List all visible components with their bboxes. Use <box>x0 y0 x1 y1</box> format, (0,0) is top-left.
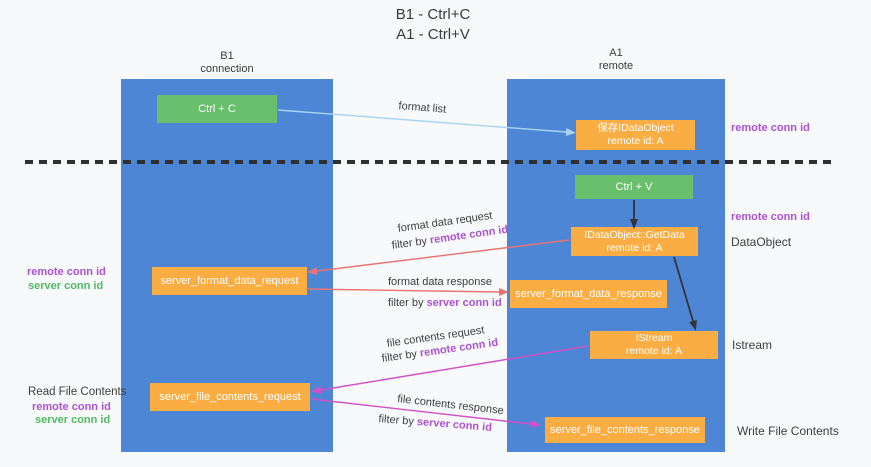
diagram-title: B1 - Ctrl+C A1 - Ctrl+V <box>283 5 583 45</box>
server-format-data-response-box: server_format_data_response <box>510 280 667 308</box>
server-format-data-response-label: server_format_data_response <box>515 287 662 300</box>
server-file-contents-response-label: server_file_contents_response <box>550 423 700 436</box>
lane-b1-title: B1 <box>220 50 234 62</box>
phase-separator-dashed-line <box>25 160 831 164</box>
file-contents-response-label: file contents response <box>396 393 505 418</box>
filter-key-server-conn-id: server conn id <box>426 297 502 309</box>
istream-line1: IStream <box>635 332 673 344</box>
ctrl-v-label: Ctrl + V <box>615 180 653 193</box>
remote-conn-id-annotation-format: remote conn id <box>27 266 106 278</box>
server-conn-id-annotation-format: server conn id <box>28 280 104 292</box>
format-data-response-label: format data response <box>388 276 492 288</box>
server-file-contents-response-box: server_file_contents_response <box>545 417 705 443</box>
filter-key-server-conn-id: server conn id <box>416 416 493 434</box>
lane-b1-subtitle: connection <box>200 63 254 75</box>
getdata-line1: IDataObject::GetData <box>584 228 685 241</box>
istream-line2: remote id: A <box>625 345 683 357</box>
getdata-line2: remote id: A <box>606 241 663 254</box>
server-conn-id-annotation-file: server conn id <box>35 414 111 426</box>
dataobject-annotation: DataObject <box>731 235 792 249</box>
filter-by-prefix: filter by <box>391 234 431 252</box>
server-file-contents-request-label: server_file_contents_request <box>159 390 301 403</box>
save-dataobject-line1: 保存IDataObject <box>597 122 674 134</box>
lane-header-a1: A1 remote <box>507 47 725 73</box>
ctrl-c-label: Ctrl + C <box>198 102 236 115</box>
lane-header-b1: B1 connection <box>121 50 333 76</box>
write-file-contents-annotation: Write File Contents <box>737 424 839 438</box>
format-data-response-arrow <box>307 288 509 296</box>
title-line-2: A1 - Ctrl+V <box>396 26 470 43</box>
server-file-contents-request-box: server_file_contents_request <box>150 383 310 411</box>
filter-by-prefix: filter by <box>381 347 421 365</box>
server-format-data-request-label: server_format_data_request <box>160 274 299 287</box>
save-dataobject-line2: remote id: A <box>607 135 664 147</box>
filter-by-prefix: filter by <box>388 297 427 309</box>
server-format-data-request-box: server_format_data_request <box>152 267 307 295</box>
remote-conn-id-annotation-paste: remote conn id <box>731 211 810 223</box>
ctrl-c-box: Ctrl + C <box>157 95 277 123</box>
title-line-1: B1 - Ctrl+C <box>395 6 471 23</box>
remote-conn-id-annotation-file: remote conn id <box>32 401 111 413</box>
format-data-response-filter-label: filter by server conn id <box>388 297 502 309</box>
ctrl-v-box: Ctrl + V <box>575 175 693 199</box>
format-list-arrow-label: format list <box>398 100 447 116</box>
read-file-contents-annotation: Read File Contents <box>28 386 127 398</box>
istream-box: IStream remote id: A <box>590 331 718 359</box>
save-dataobject-box: 保存IDataObject remote id: A <box>576 120 695 150</box>
remote-conn-id-annotation-copy: remote conn id <box>731 122 810 134</box>
idataobject-getdata-box: IDataObject::GetData remote id: A <box>571 227 698 256</box>
lane-a1-subtitle: remote <box>598 60 634 72</box>
filter-by-prefix: filter by <box>378 413 418 428</box>
istream-annotation: Istream <box>732 338 773 352</box>
file-contents-response-filter-label: filter by server conn id <box>378 413 492 434</box>
lane-a1-title: A1 <box>609 47 623 59</box>
